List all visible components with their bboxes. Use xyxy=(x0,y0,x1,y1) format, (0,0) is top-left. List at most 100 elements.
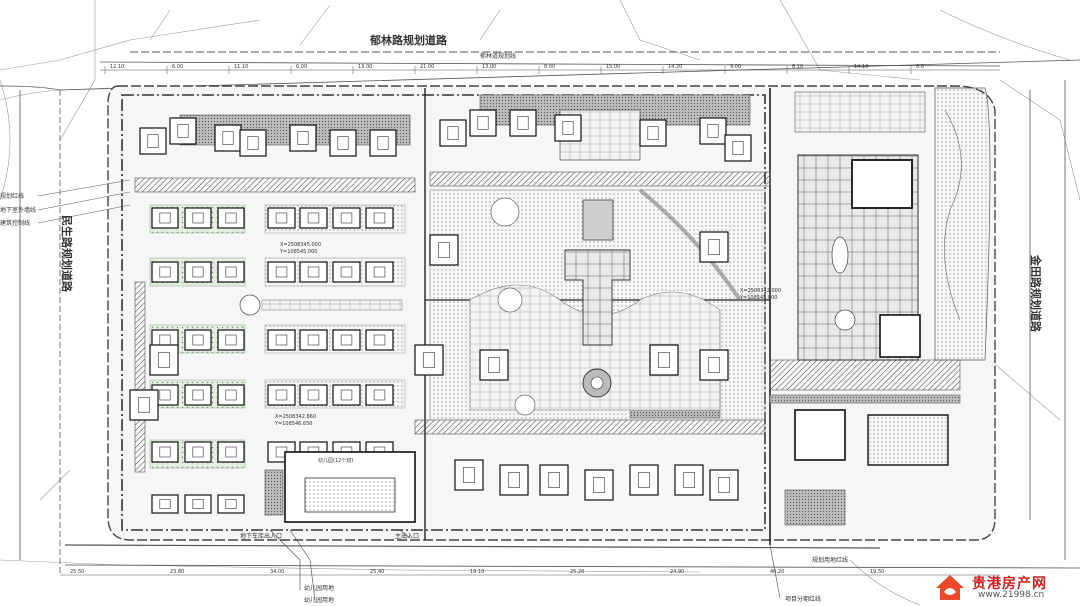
bottom-note-phase: 项目分期红线 xyxy=(785,595,821,603)
dimension-label: 8.00 xyxy=(544,64,555,70)
building-core xyxy=(683,472,695,488)
building-core xyxy=(275,389,288,401)
dimension-label: 8.0 xyxy=(916,64,924,70)
building-core xyxy=(275,334,288,346)
buildings-center xyxy=(129,231,739,501)
building-footprint xyxy=(299,329,328,351)
coord-1: X=2508345.000 xyxy=(280,242,321,248)
building-footprint xyxy=(149,344,179,376)
building-footprint xyxy=(267,261,296,283)
building-footprint xyxy=(239,129,267,157)
building-core xyxy=(159,499,171,509)
building-footprint xyxy=(184,261,212,283)
building-footprint xyxy=(151,207,179,229)
west-note-1: 规划红线 xyxy=(0,192,24,200)
dimension-label: 19.10 xyxy=(470,569,484,575)
building-core xyxy=(177,124,189,138)
building-core xyxy=(225,212,237,224)
building-core xyxy=(508,472,520,488)
building-footprint xyxy=(267,207,296,229)
dimension-label: 6.00 xyxy=(172,64,183,70)
central-garden xyxy=(239,109,766,421)
dimension-label: 21.00 xyxy=(420,64,434,70)
building-core xyxy=(707,124,719,138)
building-core xyxy=(307,334,320,346)
building-core xyxy=(373,212,386,224)
dimension-label: 14.20 xyxy=(668,64,682,70)
dimension-label: 12.10 xyxy=(110,64,124,70)
buildings-north xyxy=(139,109,752,162)
building-footprint xyxy=(332,329,361,351)
coord-5: X=2508342.000 xyxy=(740,288,781,294)
bottom-note-garage: 地下车库出入口 xyxy=(240,532,282,540)
dimension-label: 34.00 xyxy=(270,569,284,575)
coord-2: Y=108545.000 xyxy=(279,249,317,255)
building-footprint xyxy=(217,207,245,229)
building-core xyxy=(488,357,500,373)
roads xyxy=(0,51,1080,575)
building-core xyxy=(247,136,259,150)
building-footprint xyxy=(299,207,328,229)
building-footprint xyxy=(699,349,729,381)
building-core xyxy=(658,352,670,368)
kindergarten-label: 幼儿园(12个班) xyxy=(318,457,353,464)
building-footprint xyxy=(151,441,179,463)
building-footprint xyxy=(151,261,179,283)
building-core xyxy=(373,334,386,346)
road-label-west: 民生路规划道路 xyxy=(60,215,74,293)
building-footprint xyxy=(299,261,328,283)
building-footprint xyxy=(214,124,242,152)
dimension-label: 14.10 xyxy=(854,64,868,70)
building-core xyxy=(517,116,529,130)
bottom-note-entrance: 主出入口 xyxy=(395,532,419,540)
building-core xyxy=(708,239,720,255)
dimension-label: 11.10 xyxy=(234,64,248,70)
bottom-note-redline: 规划用地红线 xyxy=(812,556,848,564)
building-footprint xyxy=(217,329,245,351)
road-label-north: 郁林路规划道路 xyxy=(369,33,448,47)
coord-3: X=2508342.860 xyxy=(275,414,316,420)
building-core xyxy=(438,242,450,258)
building-core xyxy=(307,266,320,278)
east-plaza xyxy=(784,87,991,526)
building-core xyxy=(192,212,204,224)
building-footprint xyxy=(454,459,484,491)
building-core xyxy=(708,357,720,373)
building-footprint xyxy=(184,207,212,229)
dimension-label: 25.50 xyxy=(70,569,84,575)
building-footprint xyxy=(539,464,569,496)
building-core xyxy=(718,477,730,493)
building-core xyxy=(638,472,650,488)
bottom-note-kg-2: 幼儿园用地 xyxy=(304,596,334,604)
building-core xyxy=(192,266,204,278)
building-footprint xyxy=(469,109,497,137)
building-footprint xyxy=(139,127,167,155)
building-footprint xyxy=(169,117,197,145)
building-footprint xyxy=(649,344,679,376)
kindergarten xyxy=(264,451,416,523)
building-core xyxy=(138,397,150,413)
building-footprint xyxy=(584,469,614,501)
building-core xyxy=(222,131,234,145)
building-footprint xyxy=(724,134,752,162)
bottom-callouts xyxy=(269,529,781,601)
building-footprint xyxy=(365,329,394,351)
building-footprint xyxy=(289,124,317,152)
building-core xyxy=(732,141,744,155)
dimension-label: 23.80 xyxy=(170,569,184,575)
building-core xyxy=(275,266,288,278)
dimension-label: 13.00 xyxy=(358,64,372,70)
building-footprint xyxy=(365,207,394,229)
building-core xyxy=(297,131,309,145)
building-core xyxy=(593,477,605,493)
building-core xyxy=(192,389,204,401)
building-footprint xyxy=(267,384,296,406)
building-core xyxy=(275,212,288,224)
west-callouts xyxy=(37,179,131,224)
coord-6: Y=108545.000 xyxy=(739,295,777,301)
building-footprint xyxy=(365,384,394,406)
building-core xyxy=(225,446,237,458)
building-core xyxy=(159,446,171,458)
